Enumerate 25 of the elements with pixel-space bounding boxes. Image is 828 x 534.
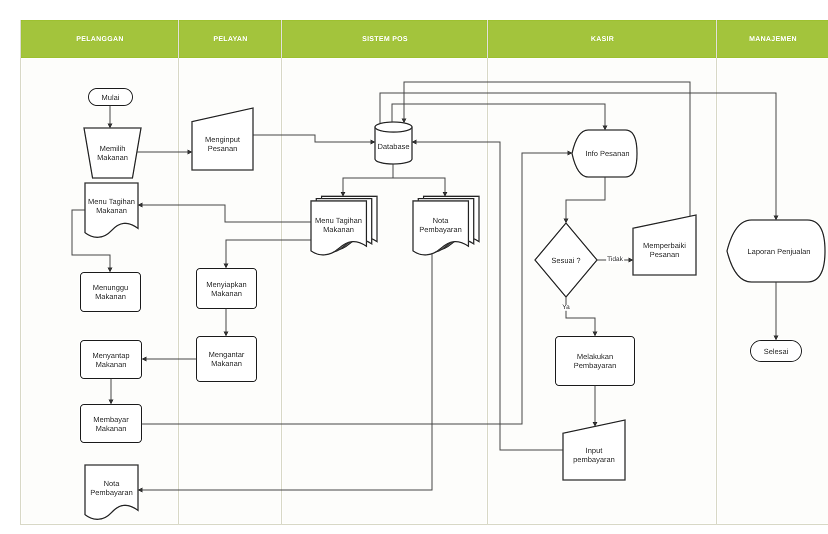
arrow [774, 282, 778, 340]
arrow [142, 356, 196, 362]
arrow [108, 378, 114, 404]
arrow [380, 92, 778, 220]
arrow [392, 164, 448, 197]
arrow [224, 308, 228, 336]
arrow [72, 210, 112, 272]
arrow [564, 176, 606, 224]
swimlane [20, 20, 179, 525]
arrow [566, 296, 598, 336]
swimlane [487, 20, 717, 525]
arrow [592, 386, 598, 427]
arrow [136, 150, 192, 154]
arrow [402, 82, 690, 217]
swimlane [178, 20, 282, 525]
swimlane [281, 20, 488, 525]
arrow [224, 240, 312, 268]
arrow [108, 106, 112, 128]
arrow [138, 252, 432, 492]
swimlane [716, 20, 828, 525]
arrow [392, 104, 608, 130]
arrow [412, 140, 564, 450]
arrow [142, 150, 572, 424]
arrow [138, 202, 312, 222]
arrow [252, 134, 376, 144]
